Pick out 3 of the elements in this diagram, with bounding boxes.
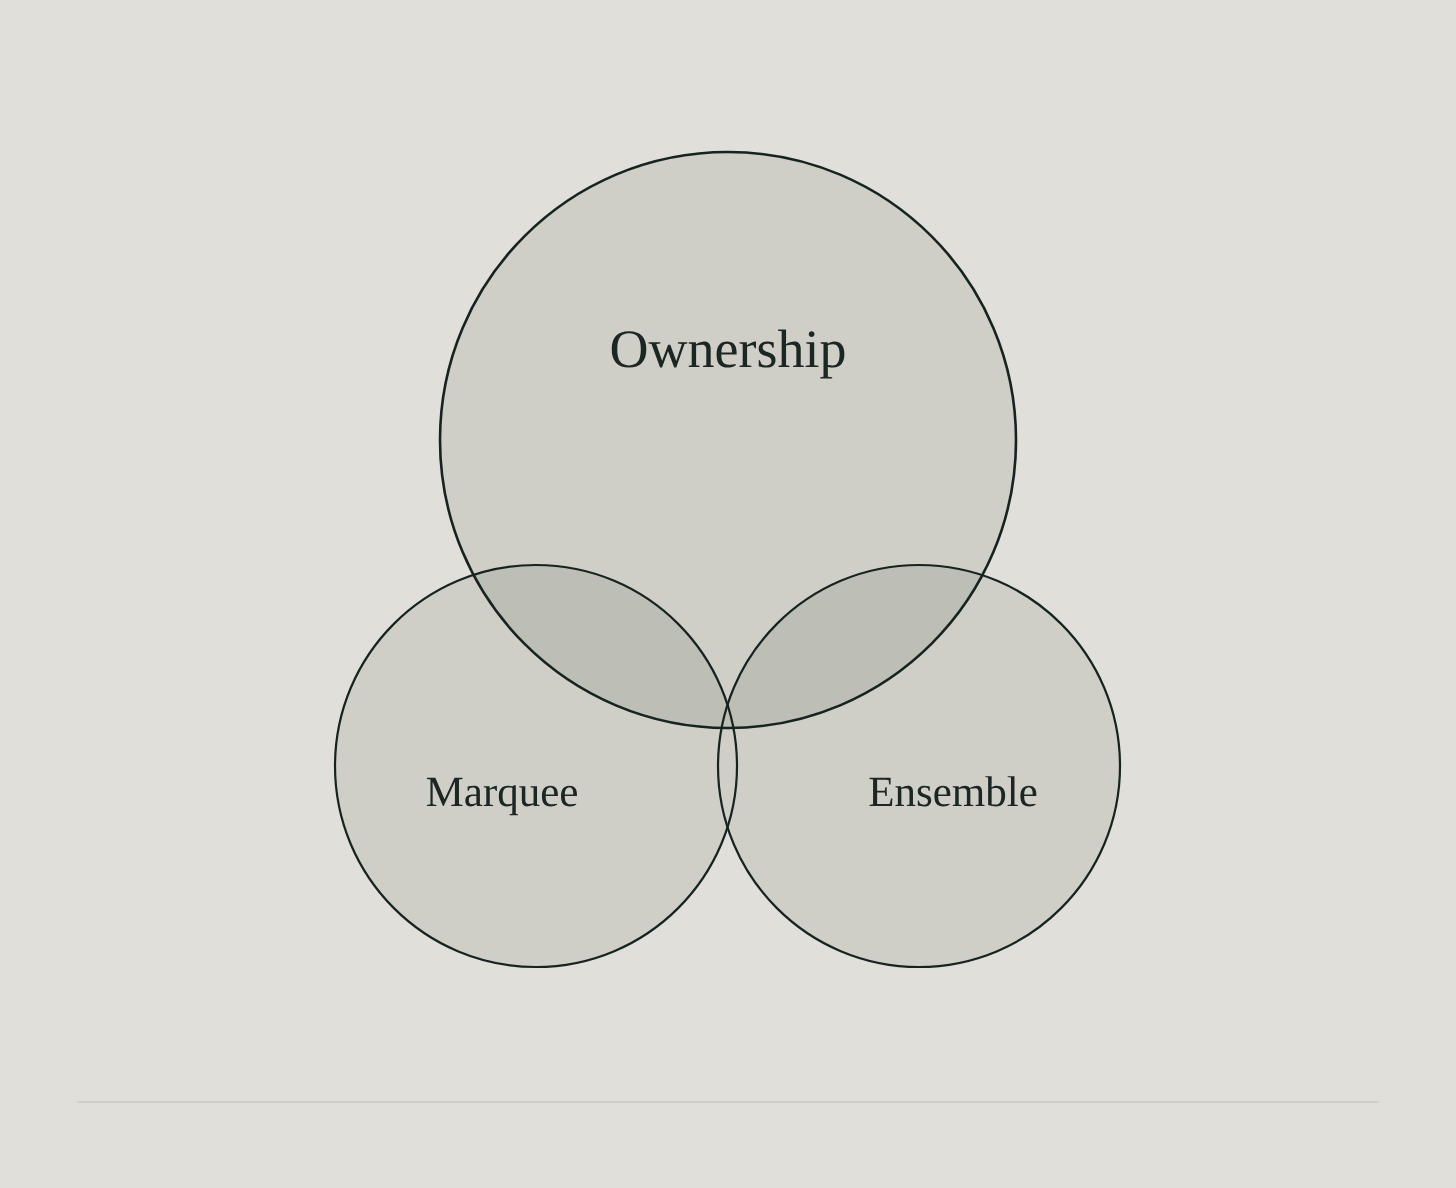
circle-label: Ensemble [869,776,1037,807]
circle-label: Marquee [426,777,577,816]
circle-label: Ownership [611,329,845,379]
